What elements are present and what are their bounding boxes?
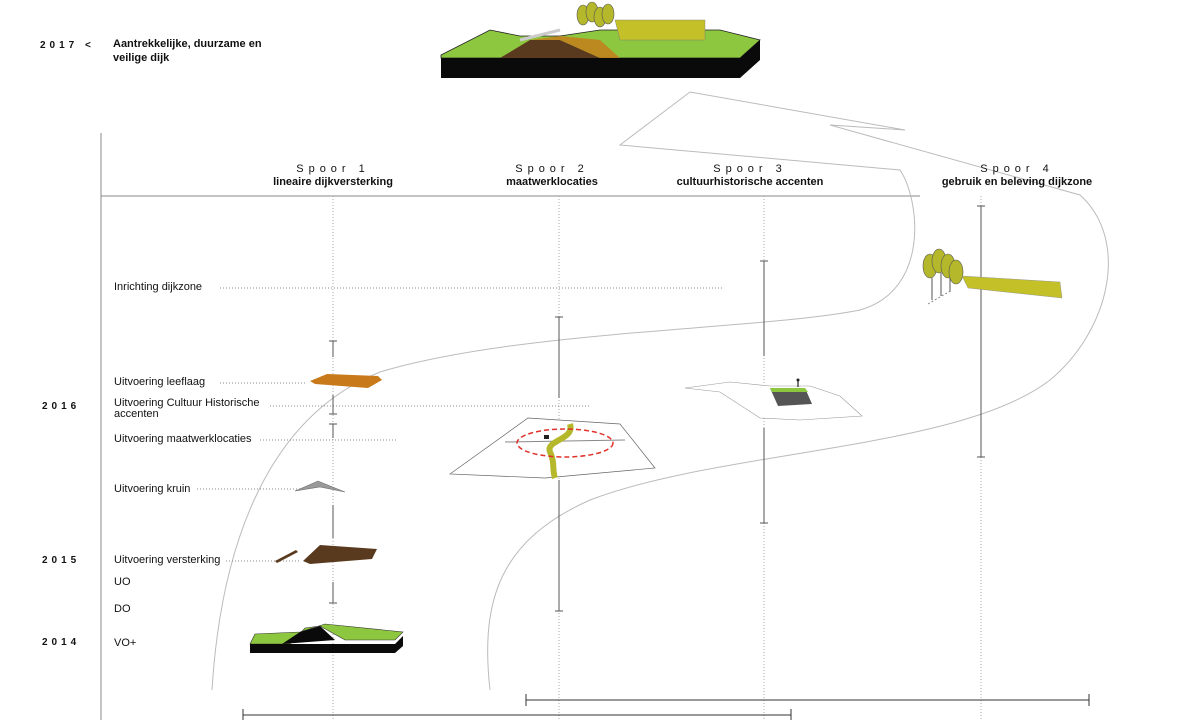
track-header-1: Spoor 1 lineaire dijkversterking <box>213 163 453 188</box>
step-cultuur: Uitvoering Cultuur Historische accenten <box>114 397 260 420</box>
vo-dike-illustration <box>249 623 404 653</box>
kruin-illustration <box>294 480 346 493</box>
step-maatwerk: Uitvoering maatwerklocaties <box>114 433 252 445</box>
track-header-3: Spoor 3 cultuurhistorische accenten <box>630 163 870 188</box>
step-kruin: Uitvoering kruin <box>114 483 191 495</box>
track-4-label: Spoor 4 <box>980 163 1054 175</box>
track-3-label: Spoor 3 <box>713 163 787 175</box>
goal-text: Aantrekkelijke, duurzame en veilige dijk <box>113 38 262 64</box>
track-header-4: Spoor 4 gebruik en beleving dijkzone <box>897 163 1137 188</box>
year-2015: 2015 <box>42 555 81 566</box>
phase-vo: VO+ <box>114 637 137 649</box>
track-2-range <box>555 316 563 612</box>
phase-uo: UO <box>114 576 131 588</box>
step-versterking: Uitvoering versterking <box>114 554 221 566</box>
track-3-range <box>760 260 768 524</box>
versterking-illustration <box>275 545 377 564</box>
step-leeflaag: Uitvoering leeflaag <box>114 376 206 388</box>
bottom-bracket-right <box>525 694 1090 706</box>
leeflaag-illustration <box>310 374 382 388</box>
year-2014: 2014 <box>42 637 81 648</box>
track-4-name: gebruik en beleving dijkzone <box>941 176 1093 188</box>
beleving-illustration <box>922 248 1063 305</box>
maatwerk-illustration <box>448 417 656 480</box>
goal-year: 2017 < <box>40 40 95 51</box>
track-1-name: lineaire dijkversterking <box>273 176 393 188</box>
step-inrichting: Inrichting dijkzone <box>114 281 203 293</box>
track-header-2: Spoor 2 maatwerklocaties <box>432 163 672 188</box>
bottom-bracket-left <box>242 709 792 720</box>
track-3-name: cultuurhistorische accenten <box>676 176 824 188</box>
track-4-range <box>977 205 985 458</box>
final-dike-illustration <box>440 1 761 78</box>
track-2-name: maatwerklocaties <box>506 176 598 188</box>
phase-do: DO <box>114 603 131 615</box>
progress-arrow <box>211 91 1109 691</box>
year-2016: 2016 <box>42 401 81 412</box>
track-1-ranges <box>329 340 337 604</box>
track-2-label: Spoor 2 <box>515 163 589 175</box>
track-1-label: Spoor 1 <box>296 163 370 175</box>
cultuur-illustration <box>684 378 863 421</box>
